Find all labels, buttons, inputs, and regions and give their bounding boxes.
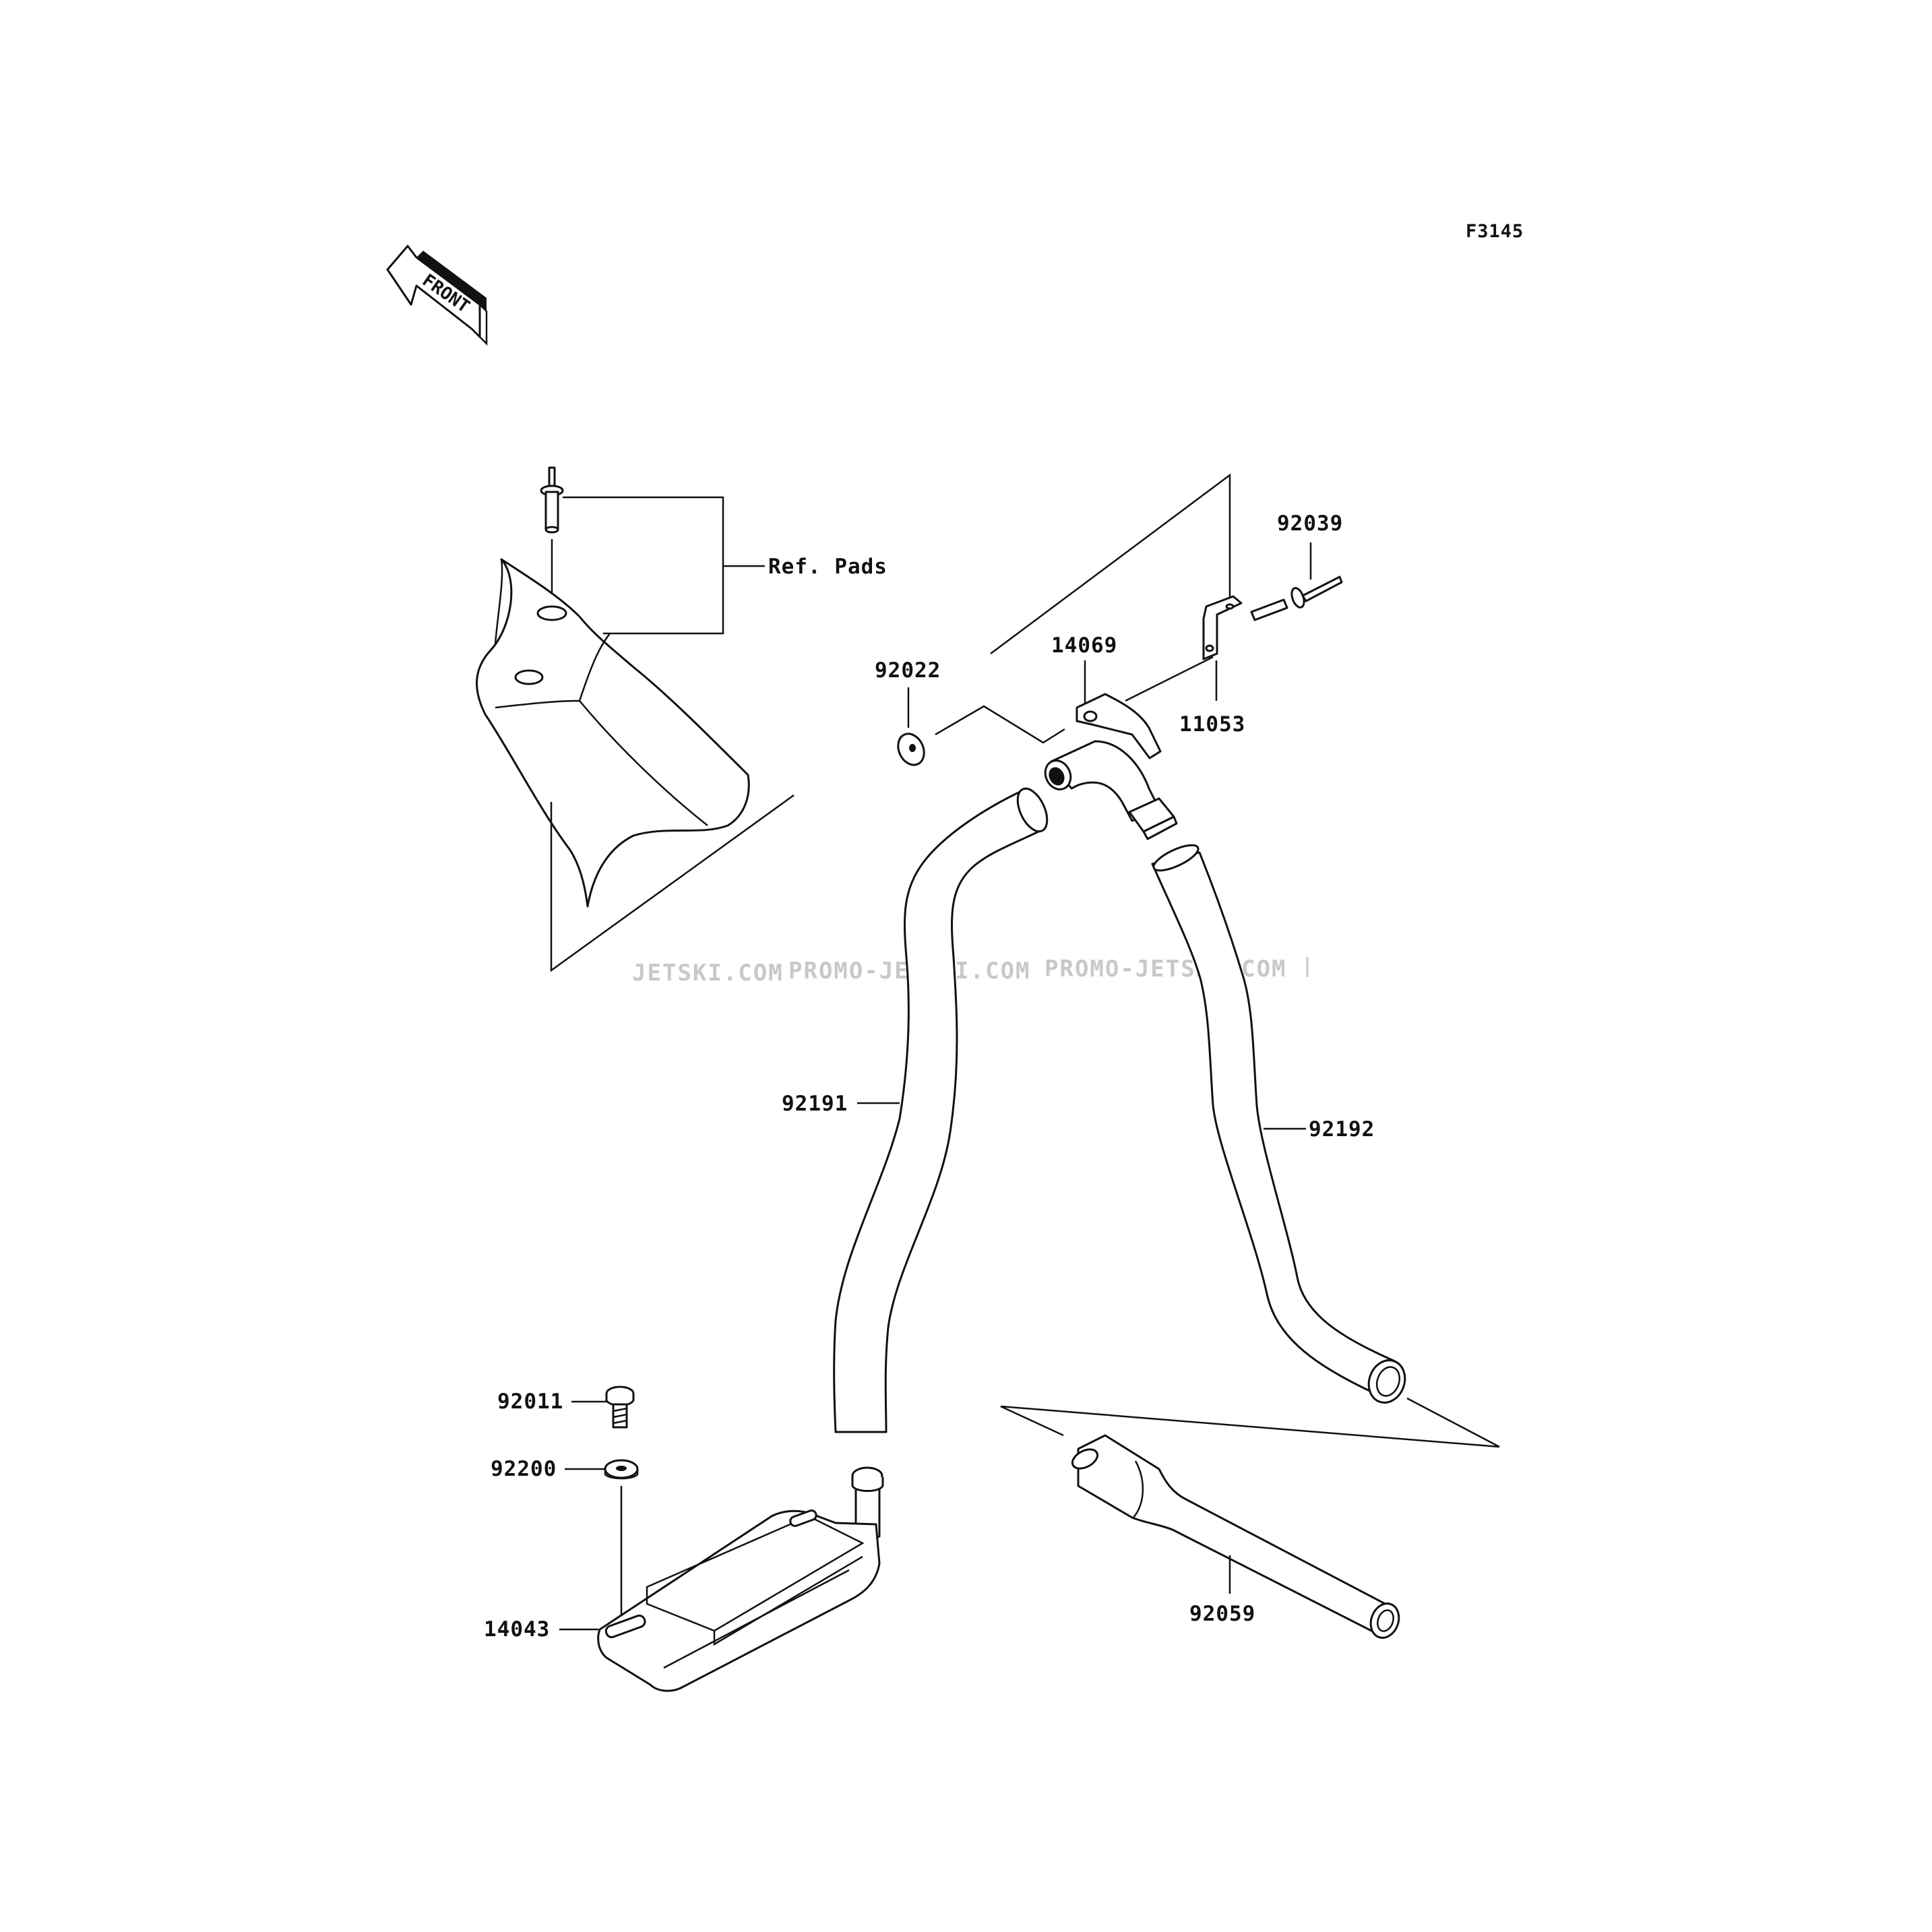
pin-icon bbox=[1250, 575, 1343, 621]
front-arrow-icon: FRONT bbox=[386, 245, 488, 346]
part-14069: 14069 bbox=[1044, 633, 1178, 840]
hull-pad-icon bbox=[476, 558, 750, 908]
ref-pads-assembly: Ref. Pads bbox=[476, 466, 887, 972]
elbow-fitting-icon bbox=[1044, 693, 1178, 840]
part-92022: 92022 bbox=[875, 658, 1065, 766]
part-92039: 92039 bbox=[1250, 511, 1343, 621]
washer-icon bbox=[897, 733, 925, 766]
callout-92059: 92059 bbox=[1189, 1602, 1255, 1626]
hose-92191-icon bbox=[833, 787, 1049, 1433]
washer-small-icon bbox=[604, 1459, 639, 1480]
callout-92039: 92039 bbox=[1277, 511, 1343, 536]
callout-14043: 14043 bbox=[484, 1617, 550, 1642]
diagram-code: F3145 bbox=[1466, 221, 1524, 242]
watermark-part-1: JETSKI.COM bbox=[632, 960, 784, 987]
pipe-92059-icon bbox=[1071, 1434, 1400, 1639]
callout-ref-pads: Ref. Pads bbox=[768, 555, 887, 579]
part-92192: 92192 bbox=[1151, 844, 1406, 1404]
screw-icon bbox=[605, 1385, 635, 1429]
part-92011: 92011 bbox=[497, 1385, 635, 1429]
part-92059: 92059 bbox=[1071, 1434, 1400, 1639]
part-92191: 92191 bbox=[782, 787, 1049, 1433]
callout-92191: 92191 bbox=[782, 1092, 848, 1116]
strainer-icon bbox=[597, 1466, 884, 1692]
callout-92011: 92011 bbox=[497, 1390, 563, 1414]
part-11053: 11053 bbox=[1125, 595, 1245, 737]
watermark: JETSKI.COM PROMO-JETSKI.COM PROMO-JETSKI… bbox=[632, 956, 1309, 987]
callout-92192: 92192 bbox=[1309, 1117, 1375, 1142]
callout-92200: 92200 bbox=[491, 1457, 557, 1481]
hose-92192-icon bbox=[1151, 844, 1406, 1404]
watermark-part-3: PROMO-JETSKI.COM bbox=[1045, 956, 1287, 983]
callout-11053: 11053 bbox=[1179, 712, 1245, 737]
part-14043: 14043 bbox=[484, 1466, 884, 1692]
part-92200: 92200 bbox=[491, 1457, 639, 1627]
callout-14069: 14069 bbox=[1051, 633, 1117, 658]
callout-92022: 92022 bbox=[875, 658, 941, 683]
rivet-icon bbox=[540, 466, 564, 534]
